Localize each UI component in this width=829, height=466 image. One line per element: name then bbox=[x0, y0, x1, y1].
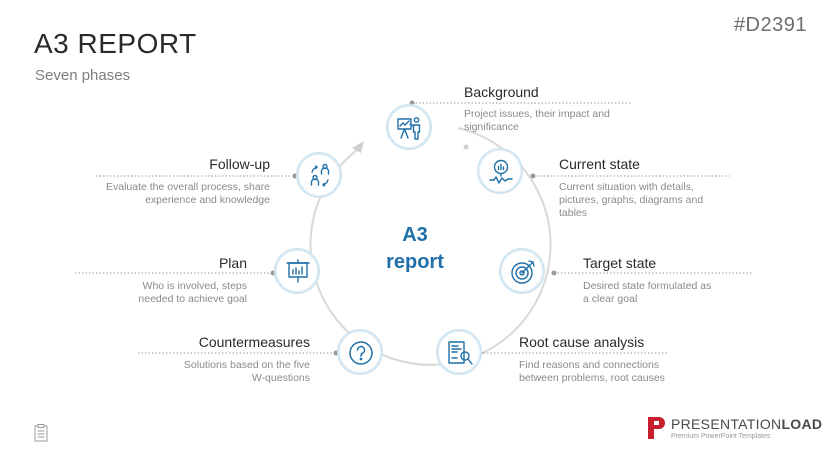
brand-logo: PRESENTATIONLOAD Premium PowerPoint Temp… bbox=[647, 414, 822, 444]
node-background bbox=[386, 104, 432, 150]
center-label: A3 report bbox=[370, 222, 460, 276]
center-label-line2: report bbox=[386, 251, 444, 273]
phase-desc-background: Project issues, their impact and signifi… bbox=[464, 108, 610, 133]
cycle-arrow-head bbox=[352, 141, 364, 153]
node-plan bbox=[274, 248, 320, 294]
connector-dot-current-state bbox=[530, 173, 536, 179]
target-arrow-icon bbox=[511, 260, 535, 284]
phase-title-root-cause: Root cause analysis bbox=[519, 334, 645, 350]
logo-tagline: Premium PowerPoint Templates bbox=[671, 433, 771, 440]
phase-desc-root-cause: Find reasons and connections between pro… bbox=[519, 359, 665, 384]
logo-mark-icon bbox=[648, 417, 665, 439]
page-subtitle: Seven phases bbox=[35, 67, 131, 84]
phase-title-background: Background bbox=[464, 84, 539, 100]
question-mark-icon bbox=[349, 341, 373, 365]
document-search-icon bbox=[448, 341, 473, 365]
notes-icon bbox=[34, 424, 48, 442]
logo-brand-bold: LOAD bbox=[781, 416, 823, 432]
phase-title-target-state: Target state bbox=[583, 255, 657, 271]
cycle-start-dot bbox=[463, 144, 469, 150]
node-target-state bbox=[499, 248, 545, 294]
node-current-state bbox=[477, 148, 523, 194]
node-follow-up bbox=[296, 152, 342, 198]
presentation-person-icon bbox=[397, 117, 421, 140]
phase-desc-countermeasures: Solutions based on the five W-questions bbox=[183, 359, 310, 384]
phase-desc-target-state: Desired state formulated as a clear goal bbox=[583, 280, 712, 305]
connector-dot-target-state bbox=[551, 270, 557, 276]
phase-desc-plan: Who is involved, steps needed to achieve… bbox=[138, 280, 247, 305]
flipchart-icon bbox=[286, 259, 310, 283]
node-root-cause bbox=[436, 329, 482, 375]
page-title: A3 REPORT bbox=[34, 28, 197, 59]
node-countermeasures bbox=[337, 329, 383, 375]
people-exchange-icon bbox=[310, 163, 330, 187]
phase-title-plan: Plan bbox=[218, 255, 247, 271]
phase-desc-current-state: Current situation with details, pictures… bbox=[559, 181, 704, 219]
center-label-line1: A3 bbox=[402, 224, 428, 246]
logo-brand-regular: PRESENTATION bbox=[671, 416, 782, 432]
slide-code: #D2391 bbox=[733, 14, 807, 36]
logo-wordmark: PRESENTATIONLOAD bbox=[671, 416, 822, 432]
phase-title-current-state: Current state bbox=[559, 156, 640, 172]
magnifier-chart-icon bbox=[489, 159, 513, 184]
phase-desc-follow-up: Evaluate the overall process, share expe… bbox=[105, 181, 270, 206]
phase-title-follow-up: Follow-up bbox=[209, 156, 270, 172]
phase-title-countermeasures: Countermeasures bbox=[198, 334, 310, 350]
